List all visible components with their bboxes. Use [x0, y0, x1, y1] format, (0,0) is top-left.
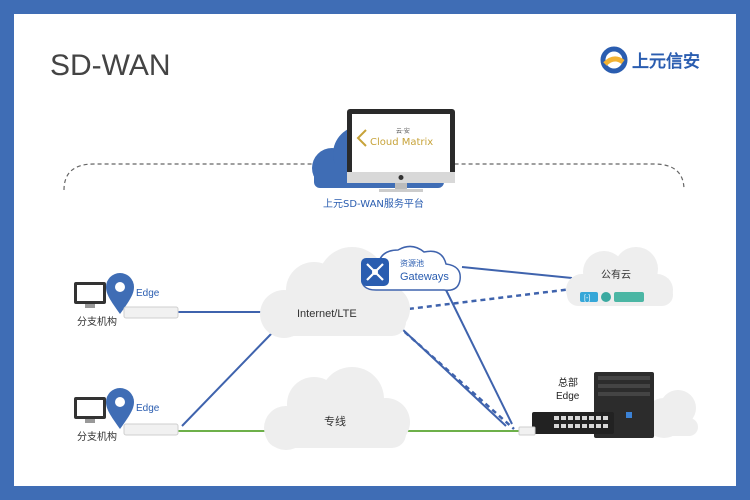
branch-2-edge-device [123, 423, 179, 436]
tencent-cloud-icon [601, 292, 611, 302]
public-cloud [566, 247, 673, 306]
branch-2-location-pin-icon [106, 388, 134, 429]
sd-wan-diagram: SD-WAN 上元信安 云·安 Cloud Matrix 上元SD-WAN服务平… [50, 46, 700, 450]
platform-monitor: 云·安 Cloud Matrix [347, 109, 455, 192]
public-cloud-label: 公有云 [601, 268, 631, 281]
switch-ports [554, 416, 608, 428]
branch-1-location-pin-icon [106, 273, 134, 314]
hq-edge-label: Edge [556, 391, 580, 402]
monitor-screen [352, 114, 450, 172]
cloud-provider-icons: [-] [580, 292, 644, 302]
diagram-card: SD-WAN 上元信安 云·安 Cloud Matrix 上元SD-WAN服务平… [14, 14, 736, 486]
page-title: SD-WAN [50, 49, 171, 82]
aliyun-icon [580, 292, 598, 302]
internet-cloud [260, 247, 410, 338]
branch-2: Edge 分支机构 [74, 388, 179, 443]
gateways-label-en: Gateways [400, 271, 449, 283]
cloud-matrix-logo-icon [356, 129, 367, 147]
cloud-provider-badge-icon [614, 292, 644, 302]
branch-1-edge-label: Edge [136, 288, 160, 299]
hq-name: 总部 [558, 376, 578, 389]
screen-logo-text: Cloud Matrix [370, 137, 433, 148]
branch-2-name: 分支机构 [77, 430, 117, 443]
line-gateway-cloud [461, 266, 573, 279]
gateways-label-cn: 资源池 [400, 258, 424, 268]
dashed-internet-hq [397, 325, 515, 430]
branch-1-name: 分支机构 [77, 315, 117, 328]
svg-text:[-]: [-] [584, 295, 590, 302]
private-line-label: 专线 [324, 414, 346, 428]
platform-label: 上元SD-WAN服务平台 [323, 197, 424, 210]
internet-cloud-label: Internet/LTE [297, 308, 357, 320]
line-branch2-internet [181, 332, 273, 427]
monitor-power-icon [398, 175, 404, 180]
branch-2-edge-label: Edge [136, 403, 160, 414]
line-gateway-hq [445, 289, 513, 425]
hq-edge-device [518, 426, 536, 436]
brand-logo: 上元信安 [600, 46, 700, 74]
monitor-neck [395, 183, 407, 189]
gateways-icon [361, 258, 389, 286]
branch-1-edge-device [123, 306, 179, 319]
branch-1: Edge 分支机构 [74, 273, 179, 328]
brand-logo-accent [603, 56, 625, 66]
hq-switch-icon [532, 412, 614, 434]
hq: 总部 Edge [518, 372, 654, 438]
private-line-cloud [264, 367, 410, 450]
connection-lines [177, 266, 573, 432]
monitor-stand [379, 189, 423, 192]
dashed-internet-cloud [399, 287, 573, 312]
screen-logo-top: 云·安 [396, 127, 410, 135]
brand-name: 上元信安 [632, 51, 700, 72]
brand-logo-icon [600, 46, 628, 74]
